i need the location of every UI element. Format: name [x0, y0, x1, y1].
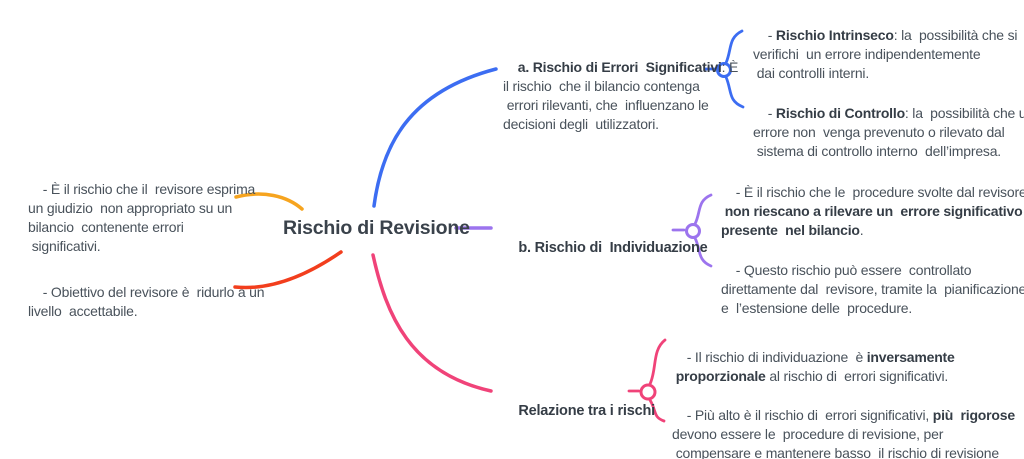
link-left-note-1-curve [234, 192, 304, 211]
text-segment: : È il rischio che il bilancio contenga … [503, 59, 739, 132]
branch-a-upper-brace [724, 29, 744, 65]
text-segment-bold: non riescano a rilevare un errore signif… [721, 203, 1023, 238]
text-segment-bold: Rischio di Controllo [775, 105, 905, 121]
branch-b-upper-brace [693, 193, 713, 226]
note-detection-risk-definition[interactable]: - È il rischio che le procedure svolte d… [721, 164, 1024, 259]
text-segment: - [767, 105, 776, 121]
text-segment: - [767, 27, 776, 43]
text-segment-bold: Relazione tra i rischi [518, 403, 655, 419]
branch-a-material-misstatement-risk[interactable]: a. Rischio di Errori Significativi: È il… [503, 39, 738, 153]
branch-r-lower-brace [648, 398, 666, 423]
text-segment: - È il rischio che le procedure svolte d… [735, 184, 1024, 200]
note-auditor-objective[interactable]: - Obiettivo del revisore è ridurlo a un … [28, 264, 265, 340]
text-segment: - Più alto è il rischio di errori signif… [686, 407, 933, 423]
note-detection-risk-control[interactable]: - Questo rischio può essere controllato … [721, 242, 1024, 337]
note-inherent-risk[interactable]: - Rischio Intrinseco: la possibilità che… [753, 7, 1017, 102]
text-segment-bold: Rischio Intrinseco [775, 27, 894, 43]
link-left-note-2-curve [233, 250, 343, 290]
text-segment: : la possibilità che si verifichi un err… [753, 27, 1018, 81]
note-control-risk[interactable]: - Rischio di Controllo: la possibilità c… [753, 85, 1024, 180]
text-segment: devono essere le procedure di revisione,… [672, 426, 999, 459]
note-inverse-proportionality[interactable]: - Il rischio di individuazione è inversa… [672, 329, 955, 405]
text-segment-bold: inversamente proporzionale [675, 349, 955, 384]
note-audit-risk-definition[interactable]: - È il rischio che il revisore esprima u… [28, 161, 255, 275]
root-node-title[interactable]: Rischio di Revisione [283, 217, 470, 239]
note-rigorous-procedures[interactable]: - Più alto è il rischio di errori signif… [672, 387, 1015, 459]
branch-b-node-circle[interactable] [685, 223, 701, 239]
branch-b-lower-brace [693, 236, 713, 268]
text-segment-bold: a. Rischio di Errori Significativi [517, 59, 722, 75]
text-segment: al rischio di errori significativi. [765, 368, 949, 384]
text-segment: . [859, 222, 864, 238]
link-branch-a-curve [372, 67, 498, 208]
branch-r-upper-brace [648, 338, 667, 386]
text-segment-bold: più rigorose [932, 407, 1015, 423]
branch-a-node-circle[interactable] [716, 62, 732, 78]
text-segment: - Questo rischio può essere controllato … [721, 262, 1024, 316]
branch-r-node-circle[interactable] [639, 383, 657, 401]
text-segment-bold: b. Rischio di Individuazione [518, 240, 708, 256]
text-segment: - Il rischio di individuazione è [686, 349, 867, 365]
branch-a-lower-brace [724, 75, 745, 109]
text-segment: : la possibilità che un errore non venga… [753, 105, 1024, 159]
branch-b-detection-risk[interactable]: b. Rischio di Individuazione [503, 220, 708, 277]
branch-relation-between-risks[interactable]: Relazione tra i rischi [503, 383, 655, 440]
link-branch-r-curve [371, 253, 493, 393]
text-segment: - È il rischio che il revisore esprima u… [28, 181, 256, 254]
text-segment: - Obiettivo del revisore è ridurlo a un … [28, 284, 265, 319]
